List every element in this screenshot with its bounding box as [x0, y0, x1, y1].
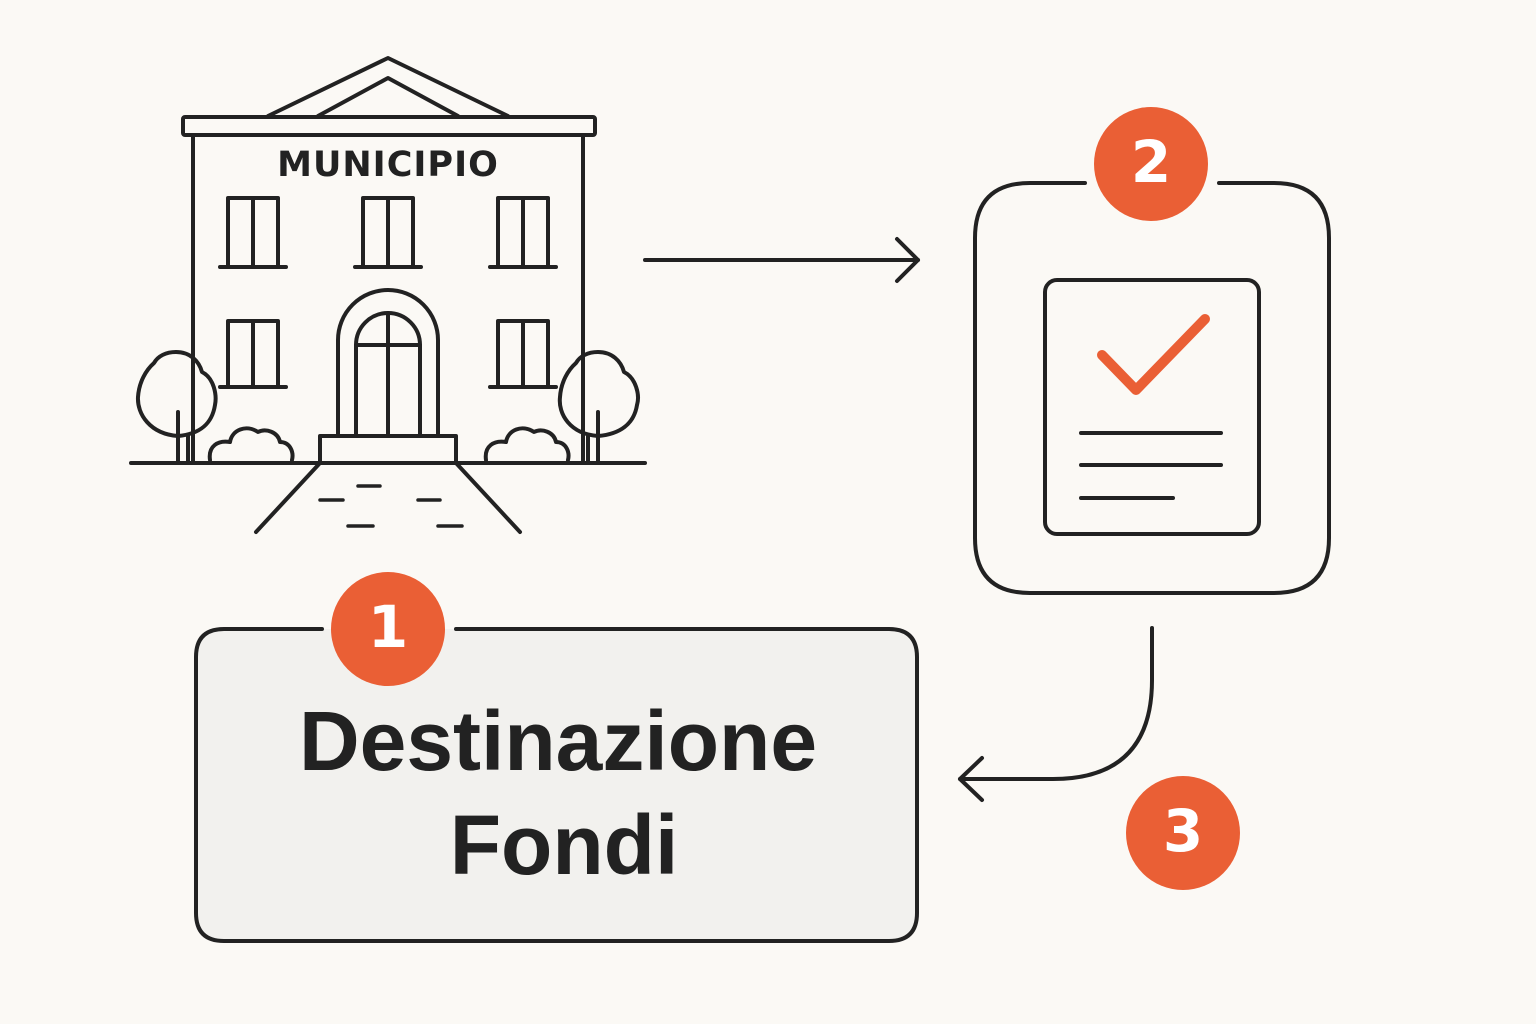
window — [218, 196, 288, 269]
step-3-badge: 3 — [1126, 776, 1240, 890]
window — [353, 196, 423, 269]
arrow-right-icon — [643, 237, 920, 283]
building-sign: MUNICIPIO — [277, 145, 499, 185]
tree-icon — [135, 350, 218, 465]
step-1-label-line-2: Fondi — [450, 798, 679, 892]
step-1-box: Destinazione Fondi — [194, 627, 919, 943]
town-hall-icon: MUNICIPIO — [129, 56, 647, 534]
step-1-label-line-1: Destinazione — [299, 694, 817, 788]
curved-arrow-left-icon — [958, 626, 1154, 802]
step-1-badge: 1 — [331, 572, 445, 686]
document-check-icon — [1043, 278, 1261, 536]
step-3-number: 3 — [1163, 797, 1203, 865]
door — [336, 288, 440, 438]
step-2-box — [973, 181, 1331, 595]
window — [488, 196, 558, 269]
bush-icon — [207, 426, 295, 462]
step-1-number: 1 — [368, 593, 408, 661]
bush-icon — [483, 426, 571, 462]
step-2-badge: 2 — [1094, 107, 1208, 221]
window — [488, 319, 558, 389]
window — [218, 319, 288, 389]
step-2-number: 2 — [1131, 128, 1171, 196]
tree-icon — [557, 350, 640, 465]
